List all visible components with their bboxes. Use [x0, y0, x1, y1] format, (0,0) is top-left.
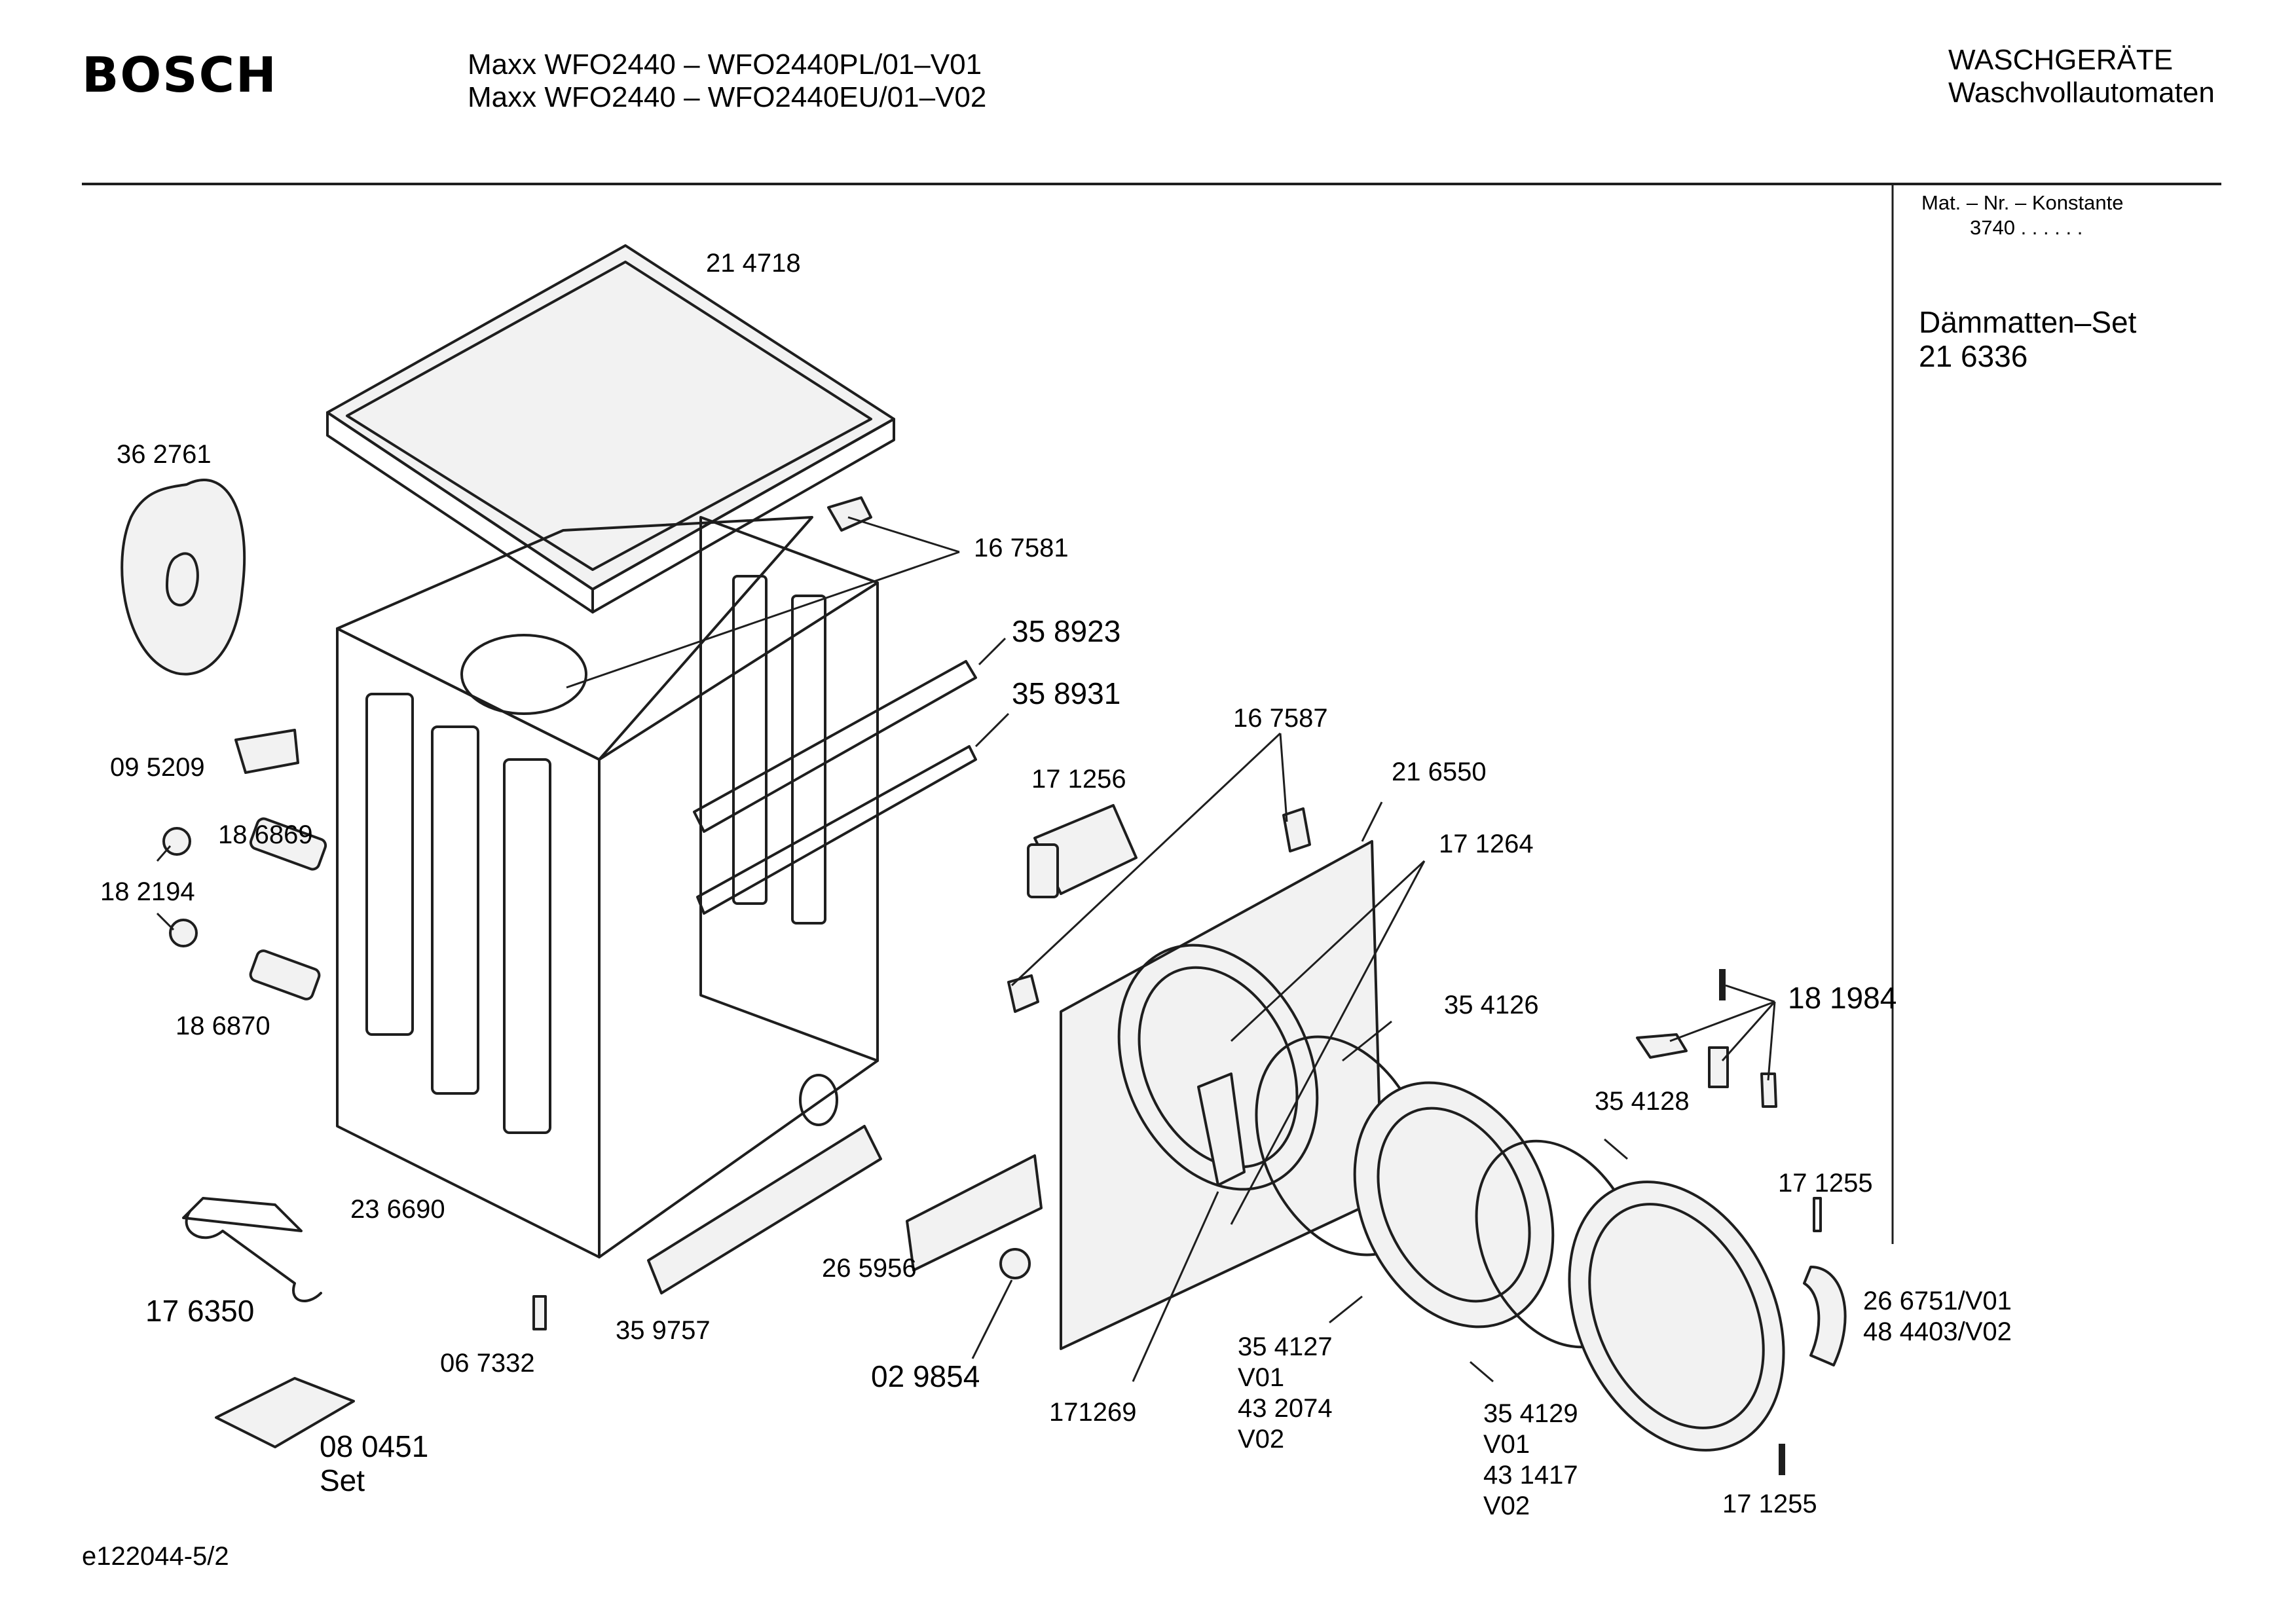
kit-name: Dämmatten–Set: [1919, 305, 2137, 339]
label-432074: 43 2074: [1238, 1394, 1333, 1423]
label-171264: 17 1264: [1439, 830, 1534, 858]
label-432074-v02: V02: [1238, 1425, 1284, 1454]
label-171255-bottom: 17 1255: [1722, 1490, 1817, 1518]
label-354127: 35 4127: [1238, 1332, 1333, 1361]
label-431417: 43 1417: [1483, 1461, 1578, 1490]
label-358931: 35 8931: [1012, 676, 1120, 710]
label-354126: 35 4126: [1444, 991, 1539, 1019]
label-484403: 48 4403/V02: [1863, 1317, 2012, 1346]
label-171255-top: 17 1255: [1778, 1169, 1873, 1198]
label-176350: 17 6350: [145, 1294, 254, 1328]
label-167587: 16 7587: [1233, 704, 1328, 733]
category-line-2: Waschvollautomaten: [1948, 77, 2215, 109]
leader-lines: [156, 516, 1776, 1383]
label-186869: 18 6869: [218, 820, 313, 849]
support-rails-part: [693, 660, 977, 915]
label-167581: 16 7581: [974, 534, 1069, 562]
label-354129-v01: V01: [1483, 1430, 1530, 1459]
label-029854: 02 9854: [871, 1359, 980, 1393]
label-095209: 09 5209: [110, 753, 205, 782]
top-cover-part: [326, 244, 895, 614]
brand-logo: BOSCH: [82, 47, 278, 103]
label-359757: 35 9757: [616, 1316, 711, 1345]
label-080451: 08 0451: [320, 1429, 428, 1463]
label-214718: 21 4718: [706, 249, 801, 278]
label-171269: 171269: [1049, 1398, 1136, 1427]
label-354128: 35 4128: [1595, 1087, 1690, 1116]
door-lock-part: [1027, 804, 1138, 898]
label-171256: 17 1256: [1031, 765, 1126, 794]
model-line-1: Maxx WFO2440 – WFO2440PL/01–V01: [468, 48, 982, 81]
part-labels: 21 4718 36 2761 16 7581 35 8923 35 8931 …: [100, 249, 2012, 1520]
small-hardware-parts: [162, 496, 1311, 1013]
label-067332: 06 7332: [440, 1349, 535, 1378]
mat-nr-label: Mat. – Nr. – Konstante: [1921, 191, 2123, 214]
part-drawings: [120, 244, 1847, 1475]
label-358923: 35 8923: [1012, 614, 1120, 648]
label-354127-v01: V01: [1238, 1363, 1284, 1392]
label-354129: 35 4129: [1483, 1399, 1578, 1428]
front-panel-part: [1060, 840, 1383, 1350]
rear-seal-plate-part: [120, 479, 246, 676]
label-266751: 26 6751/V01: [1863, 1287, 2012, 1315]
label-236690: 23 6690: [350, 1195, 445, 1224]
cabinet-housing-part: [336, 516, 879, 1258]
label-431417-v02: V02: [1483, 1492, 1530, 1520]
label-080451-set: Set: [320, 1463, 365, 1497]
label-216550: 21 6550: [1392, 758, 1487, 786]
label-182194: 18 2194: [100, 877, 195, 906]
mat-nr-value: 3740 . . . . . .: [1970, 216, 2083, 239]
label-181984: 18 1984: [1788, 981, 1897, 1015]
category-line-1: WASCHGERÄTE: [1948, 44, 2173, 76]
kit-number: 21 6336: [1919, 339, 2028, 373]
label-362761: 36 2761: [117, 440, 212, 469]
model-line-2: Maxx WFO2440 – WFO2440EU/01–V02: [468, 81, 986, 113]
label-265956: 26 5956: [822, 1254, 917, 1283]
bottom-parts: [182, 1125, 1043, 1448]
label-186870: 18 6870: [176, 1012, 270, 1040]
drawing-id: e122044-5/2: [82, 1542, 229, 1571]
door-assembly-part: [1255, 1035, 1847, 1452]
